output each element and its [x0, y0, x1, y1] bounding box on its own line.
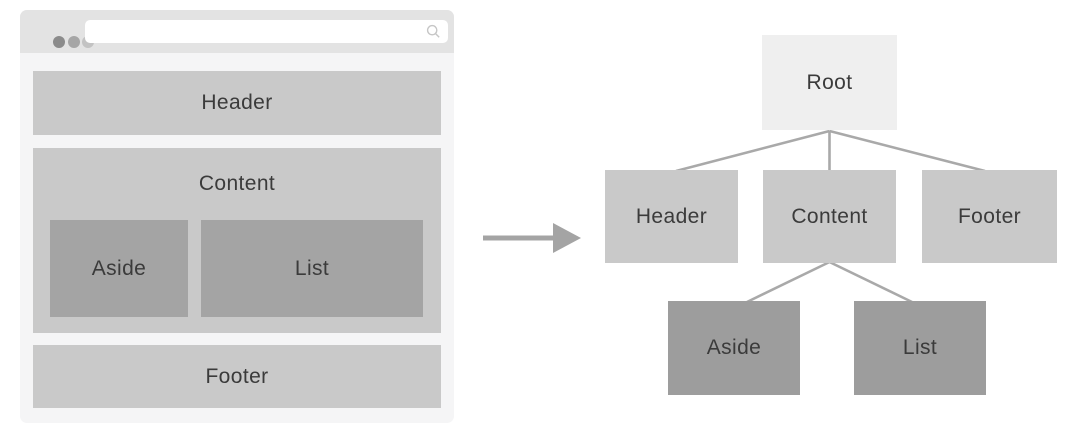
right-arrow-icon [483, 223, 581, 253]
wireframe-aside-region: Aside [50, 220, 188, 317]
tree-node-header: Header [605, 170, 738, 263]
wireframe-list-region: List [201, 220, 423, 317]
edge-content-aside [746, 260, 831, 304]
tree-node-footer-label: Footer [957, 204, 1022, 228]
tree-node-footer: Footer [922, 170, 1057, 263]
tree-node-content: Content [763, 170, 896, 263]
wireframe-aside-label: Aside [91, 256, 147, 280]
window-control-dot-2 [67, 36, 80, 48]
tree-node-header-label: Header [635, 204, 708, 228]
browser-window-mockup: Header Content Aside List Footer [20, 10, 454, 423]
wireframe-content-region: Content Aside List [33, 148, 441, 333]
tree-node-root-label: Root [806, 70, 853, 94]
edge-root-footer [829, 129, 986, 173]
tree-node-root: Root [762, 35, 897, 130]
wireframe-content-label: Content [198, 172, 276, 195]
tree-node-list: List [854, 301, 986, 395]
wireframe-content-label-area: Content [33, 148, 441, 220]
tree-node-content-label: Content [791, 204, 868, 228]
tree-node-list-label: List [902, 336, 938, 359]
wireframe-header-region: Header [33, 71, 441, 135]
tree-node-aside-label: Aside [706, 336, 762, 359]
edge-root-header [675, 129, 830, 173]
search-icon [426, 24, 440, 38]
edge-content-list [828, 260, 913, 304]
wireframe-footer-label: Footer [205, 364, 269, 388]
search-input [85, 20, 448, 43]
tree-node-aside: Aside [668, 301, 800, 395]
wireframe-list-label: List [294, 256, 330, 280]
wireframe-footer-region: Footer [33, 345, 441, 408]
wireframe-header-label: Header [201, 91, 273, 114]
window-control-dot-1 [53, 36, 65, 48]
browser-titlebar [20, 10, 454, 53]
